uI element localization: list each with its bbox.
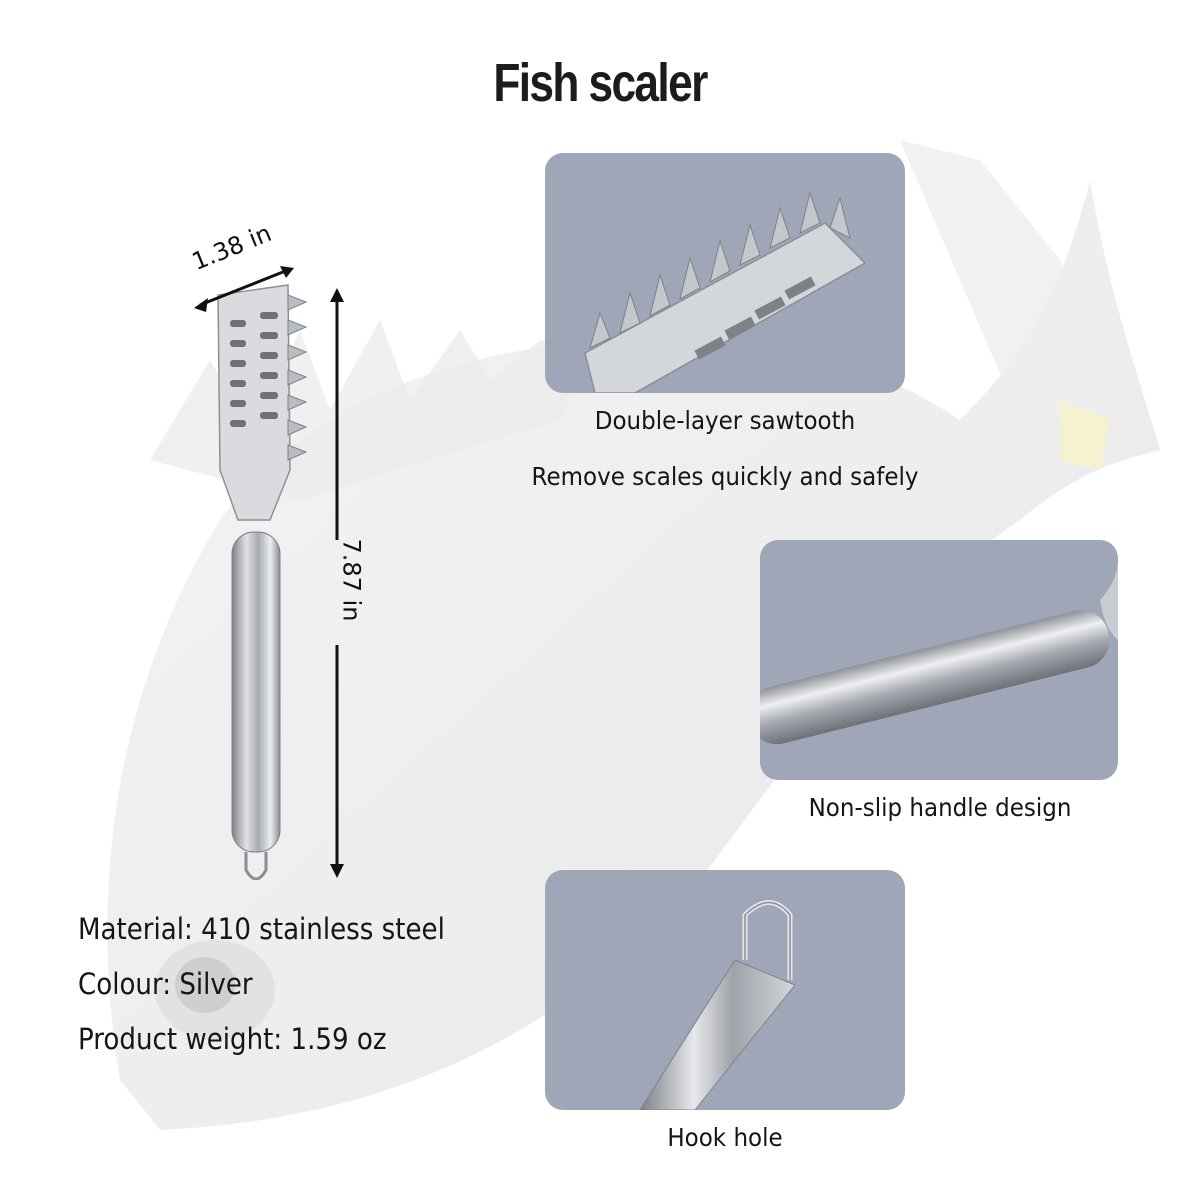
sawtooth-caption: Double-layer sawtooth — [594, 406, 856, 435]
fish-scaler-product-image — [194, 266, 344, 880]
hook-caption: Hook hole — [667, 1123, 783, 1152]
sawtooth-closeup-panel — [545, 153, 905, 393]
hook-closeup-panel — [545, 870, 905, 1110]
length-dimension-label: 7.87 in — [337, 538, 366, 622]
sawtooth-closeup-image — [584, 191, 867, 393]
sawtooth-subcaption: Remove scales quickly and safely — [531, 462, 919, 491]
page-title: Fish scaler — [493, 53, 708, 113]
spec-weight: Product weight: 1.59 oz — [78, 1022, 387, 1056]
handle-caption: Non-slip handle design — [808, 793, 1072, 822]
handle-closeup-panel — [760, 540, 1118, 780]
spec-colour: Colour: Silver — [78, 967, 253, 1001]
handle-closeup-image — [760, 560, 1118, 745]
spec-material: Material: 410 stainless steel — [78, 912, 445, 946]
hook-closeup-image — [639, 900, 796, 1110]
